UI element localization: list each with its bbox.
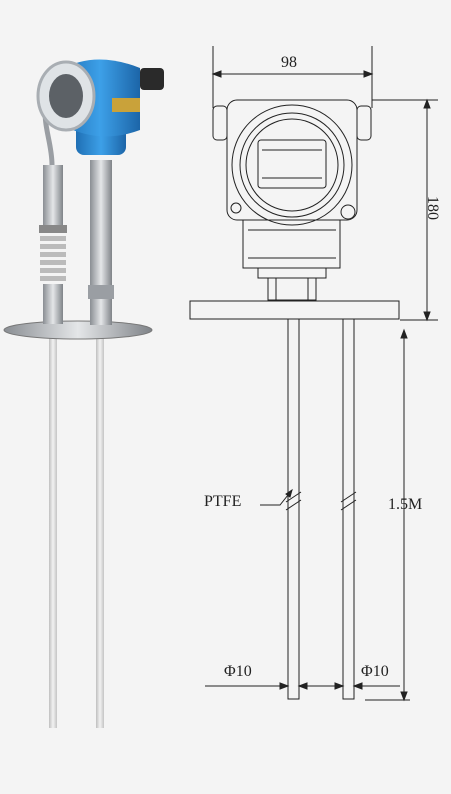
- photo-left-shaft: [43, 165, 63, 225]
- material-label: PTFE: [204, 493, 242, 510]
- drawing-flange: [189, 300, 400, 320]
- dia-left-label: Φ10: [224, 663, 252, 680]
- photo-bellows: [39, 225, 67, 281]
- height-dimension-label: 180: [424, 196, 441, 220]
- drawing-rods: [285, 318, 357, 700]
- drawing-housing: [212, 99, 372, 301]
- photo-window: [49, 74, 83, 118]
- photo-right-shaft: [90, 160, 112, 325]
- photo-cable-gland: [140, 68, 164, 90]
- photo-flange: [3, 320, 153, 340]
- dia-right-label: Φ10: [361, 663, 389, 680]
- photo-rod-right: [96, 336, 104, 728]
- length-dimension-label: 1.5M: [388, 496, 423, 513]
- width-dimension-label: 98: [281, 54, 297, 71]
- photo-nameplate: [112, 98, 140, 112]
- photo-rod-left: [49, 336, 57, 728]
- ptfe-leader: [260, 489, 293, 506]
